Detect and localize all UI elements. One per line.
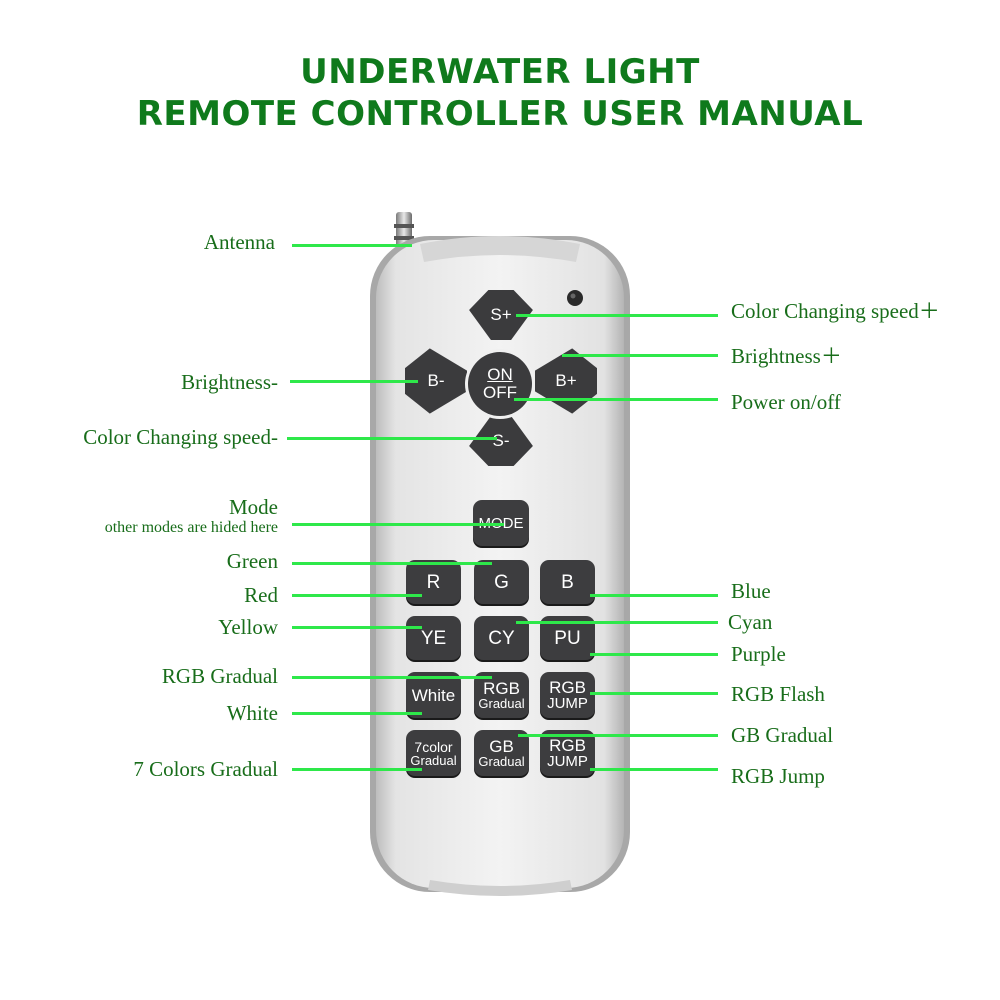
rgb-jump-line2: JUMP xyxy=(547,753,588,770)
label-brightness-minus: Brightness- xyxy=(181,370,278,394)
blue-button[interactable]: B xyxy=(540,560,595,604)
leader-speed-plus xyxy=(516,314,718,317)
leader-mode xyxy=(292,523,504,526)
label-rgb-jump: RGB Jump xyxy=(731,764,825,788)
gb-gradual-line2: Gradual xyxy=(478,754,525,769)
leader-white xyxy=(292,712,422,715)
power-off-text: OFF xyxy=(483,383,517,402)
label-green: Green xyxy=(226,549,278,573)
rgb-jump-line1: RGB xyxy=(549,736,586,755)
rgb-gradual-line2: Gradual xyxy=(478,696,525,711)
leader-purple xyxy=(590,653,718,656)
label-mode-title: Mode xyxy=(229,495,278,519)
leader-power xyxy=(514,398,718,401)
gb-gradual-line1: GB xyxy=(489,737,514,756)
label-blue: Blue xyxy=(731,579,771,603)
leader-yellow xyxy=(292,626,422,629)
label-mode: Mode other modes are hided here xyxy=(105,497,278,536)
page-title-line-1: UNDERWATER LIGHT xyxy=(300,52,700,92)
label-brightness-plus: Brightness＋ xyxy=(731,344,842,368)
leader-antenna xyxy=(292,244,412,247)
leader-rgb-jump xyxy=(590,768,718,771)
leader-rgb-gradual xyxy=(292,676,492,679)
label-gb-gradual: GB Gradual xyxy=(731,723,834,747)
seven-colors-line1: 7color xyxy=(414,738,453,755)
rgb-gradual-button[interactable]: RGB Gradual xyxy=(474,672,529,718)
rgb-jump-button[interactable]: RGB JUMP xyxy=(540,730,595,776)
leader-gb-gradual xyxy=(518,734,718,737)
leader-brightness-plus xyxy=(562,354,718,357)
label-antenna: Antenna xyxy=(203,230,275,254)
label-white: White xyxy=(226,701,278,725)
label-red: Red xyxy=(244,583,278,607)
leader-seven-colors xyxy=(292,768,422,771)
label-purple: Purple xyxy=(731,642,786,666)
power-button[interactable]: ON OFF xyxy=(468,352,532,416)
label-speed-plus: Color Changing speed＋ xyxy=(731,299,940,323)
led-indicator-icon xyxy=(567,290,583,306)
label-rgb-gradual: RGB Gradual xyxy=(161,664,278,688)
power-on-text: ON xyxy=(487,365,513,385)
label-cyan: Cyan xyxy=(728,610,773,634)
label-mode-sub: other modes are hided here xyxy=(104,519,278,536)
red-button[interactable]: R xyxy=(406,560,461,604)
rgb-flash-line2: JUMP xyxy=(547,695,588,712)
seven-colors-button[interactable]: 7color Gradual xyxy=(406,730,461,776)
rgb-flash-button[interactable]: RGB JUMP xyxy=(540,672,595,718)
label-rgb-flash: RGB Flash xyxy=(731,682,825,706)
seven-colors-line2: Gradual xyxy=(410,752,457,768)
leader-blue xyxy=(590,594,718,597)
rgb-flash-line1: RGB xyxy=(549,678,586,697)
green-button[interactable]: G xyxy=(474,560,529,604)
leader-cyan xyxy=(516,621,718,624)
leader-rgb-flash xyxy=(590,692,718,695)
white-button[interactable]: White xyxy=(406,672,461,718)
page-title-line-2: REMOTE CONTROLLER USER MANUAL xyxy=(136,94,864,134)
leader-brightness-minus xyxy=(290,380,418,383)
label-power: Power on/off xyxy=(731,390,841,414)
rgb-gradual-line1: RGB xyxy=(483,679,520,698)
label-speed-minus: Color Changing speed- xyxy=(83,425,278,449)
yellow-button[interactable]: YE xyxy=(406,616,461,660)
label-seven-colors: 7 Colors Gradual xyxy=(133,757,278,781)
leader-green xyxy=(292,562,492,565)
label-yellow: Yellow xyxy=(218,615,278,639)
gb-gradual-button[interactable]: GB Gradual xyxy=(474,730,529,776)
leader-speed-minus xyxy=(287,437,497,440)
leader-red xyxy=(292,594,422,597)
